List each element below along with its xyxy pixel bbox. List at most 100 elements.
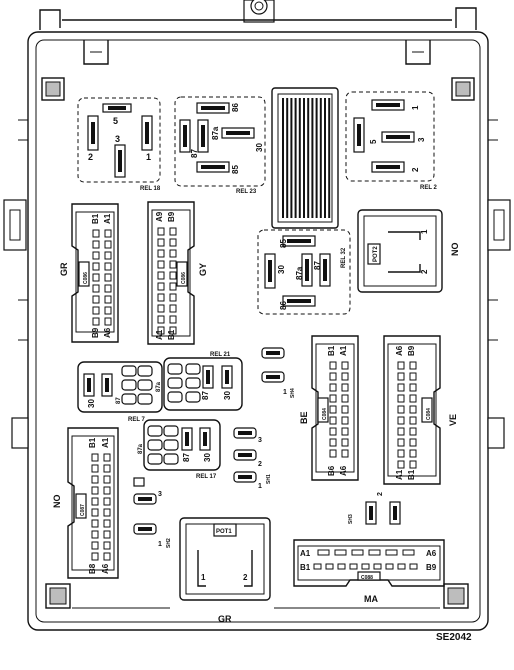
rib [303, 98, 305, 218]
rel32-label: REL 32 [341, 247, 347, 268]
rel17-label: REL 17 [196, 474, 217, 480]
gy-pin-a9: A9 [155, 211, 164, 222]
gy-code: C086 [181, 272, 187, 284]
pin-cavity [92, 317, 100, 326]
rel23-pin-86: 86 [231, 103, 240, 112]
pin-cavity [91, 475, 99, 484]
pin-cavity [341, 449, 349, 458]
rel23-pin-30: 30 [255, 143, 264, 152]
pin-cavity [169, 249, 177, 258]
rib [286, 98, 289, 218]
rel7-pin-30: 30 [87, 399, 96, 408]
sh4-pin-1: 1 [283, 389, 287, 396]
rib [324, 98, 326, 218]
pin-cavity [397, 416, 405, 425]
pin-cavity [313, 563, 322, 570]
shunt-sh3: SH3 2 [348, 492, 401, 525]
rel2-pin-2: 2 [411, 167, 420, 172]
ma-pin-a1: A1 [300, 549, 311, 558]
pin-cavity [325, 563, 334, 570]
pin-cavity [103, 541, 111, 550]
pin-cavity [373, 563, 382, 570]
rel2-pin-3: 3 [417, 137, 426, 142]
pin-cavity [91, 519, 99, 528]
pin-cavity [157, 282, 165, 291]
pin-cavity [169, 271, 177, 280]
no-connector-color: NO [52, 495, 62, 509]
pin-cavity [329, 416, 337, 425]
relay-rel21: REL 21 87a 87 30 [156, 352, 243, 411]
pin-cavity [103, 508, 111, 517]
pin-cavity [402, 549, 415, 556]
pot2-color: NO [450, 243, 460, 257]
sh1-pin-2: 2 [258, 461, 262, 468]
rel21-label: REL 21 [210, 352, 231, 358]
pin-cavity [104, 240, 112, 249]
gy-pin-a1: A1 [155, 329, 164, 340]
no-pin-b8: B8 [88, 563, 97, 574]
pin-cavity [169, 238, 177, 247]
pot2-housing: POT2 1 2 NO [357, 209, 460, 293]
pin-cavity [409, 460, 417, 469]
pot2-pin-1: 1 [420, 229, 429, 234]
sh2-pin-3: 3 [158, 491, 162, 498]
be-pin-b6: B6 [327, 465, 336, 476]
rel21-pin-87a: 87a [156, 381, 162, 392]
connector-no-c087: NO B1 A1 C087 B8 A6 [52, 427, 119, 579]
ma-pin-b9: B9 [426, 563, 437, 572]
pin-cavity [397, 460, 405, 469]
rib [328, 98, 331, 218]
rel18-pin-2: 2 [88, 152, 93, 162]
ma-pin-b1: B1 [300, 563, 311, 572]
pin-cavity [92, 240, 100, 249]
pin-cavity [337, 563, 346, 570]
pin-cavity [157, 227, 165, 236]
gy-connector-color: GY [198, 263, 208, 276]
rel23-pin-87a: 87a [211, 126, 220, 140]
sh3-label: SH3 [348, 514, 354, 524]
gy-pin-b1: B1 [167, 329, 176, 340]
pin-cavity [103, 530, 111, 539]
pin-cavity [368, 549, 381, 556]
rel23-pin-85: 85 [231, 165, 240, 174]
ma-connector-color: MA [364, 594, 378, 604]
pin-cavity [409, 438, 417, 447]
pin-cavity [103, 486, 111, 495]
pot1-housing: POT1 1 2 GR [179, 517, 271, 624]
pin-cavity [157, 293, 165, 302]
pin-cavity [397, 438, 405, 447]
rel2-label: REL 2 [420, 185, 438, 191]
ve-connector-color: VE [448, 414, 458, 426]
pin-cavity [104, 273, 112, 282]
sh1-pin-1: 1 [258, 483, 262, 490]
pin-cavity [104, 262, 112, 271]
pin-cavity [92, 273, 100, 282]
pin-cavity [397, 383, 405, 392]
pin-cavity [91, 508, 99, 517]
connector-gy: A9 B9 C086 A1 B1 GY [147, 201, 208, 345]
shunt-sh1: 3 2 1 SH1 [233, 427, 272, 490]
pot1-color: GR [218, 614, 232, 624]
pin-cavity [104, 295, 112, 304]
pin-cavity [169, 227, 177, 236]
rib [319, 98, 322, 218]
rib [298, 98, 301, 218]
be-code: C084 [322, 408, 328, 420]
pin-cavity [349, 563, 358, 570]
pin-cavity [91, 464, 99, 473]
connector-ma-c088: A1 A6 B1 B9 C088 MA [293, 539, 445, 604]
ma-code: C088 [361, 575, 373, 581]
relay-rel23: 86 87a 87 30 85 REL 23 [174, 96, 266, 195]
ribbed-block [271, 87, 339, 229]
pin-cavity [92, 251, 100, 260]
pin-cavity [409, 372, 417, 381]
pin-cavity [329, 427, 337, 436]
rel32-pin-86: 86 [279, 301, 288, 310]
gy-pin-b9: B9 [167, 211, 176, 222]
pin-cavity [329, 438, 337, 447]
pin-cavity [92, 295, 100, 304]
pin-cavity [409, 449, 417, 458]
pin-cavity [157, 271, 165, 280]
pin-cavity [334, 549, 347, 556]
